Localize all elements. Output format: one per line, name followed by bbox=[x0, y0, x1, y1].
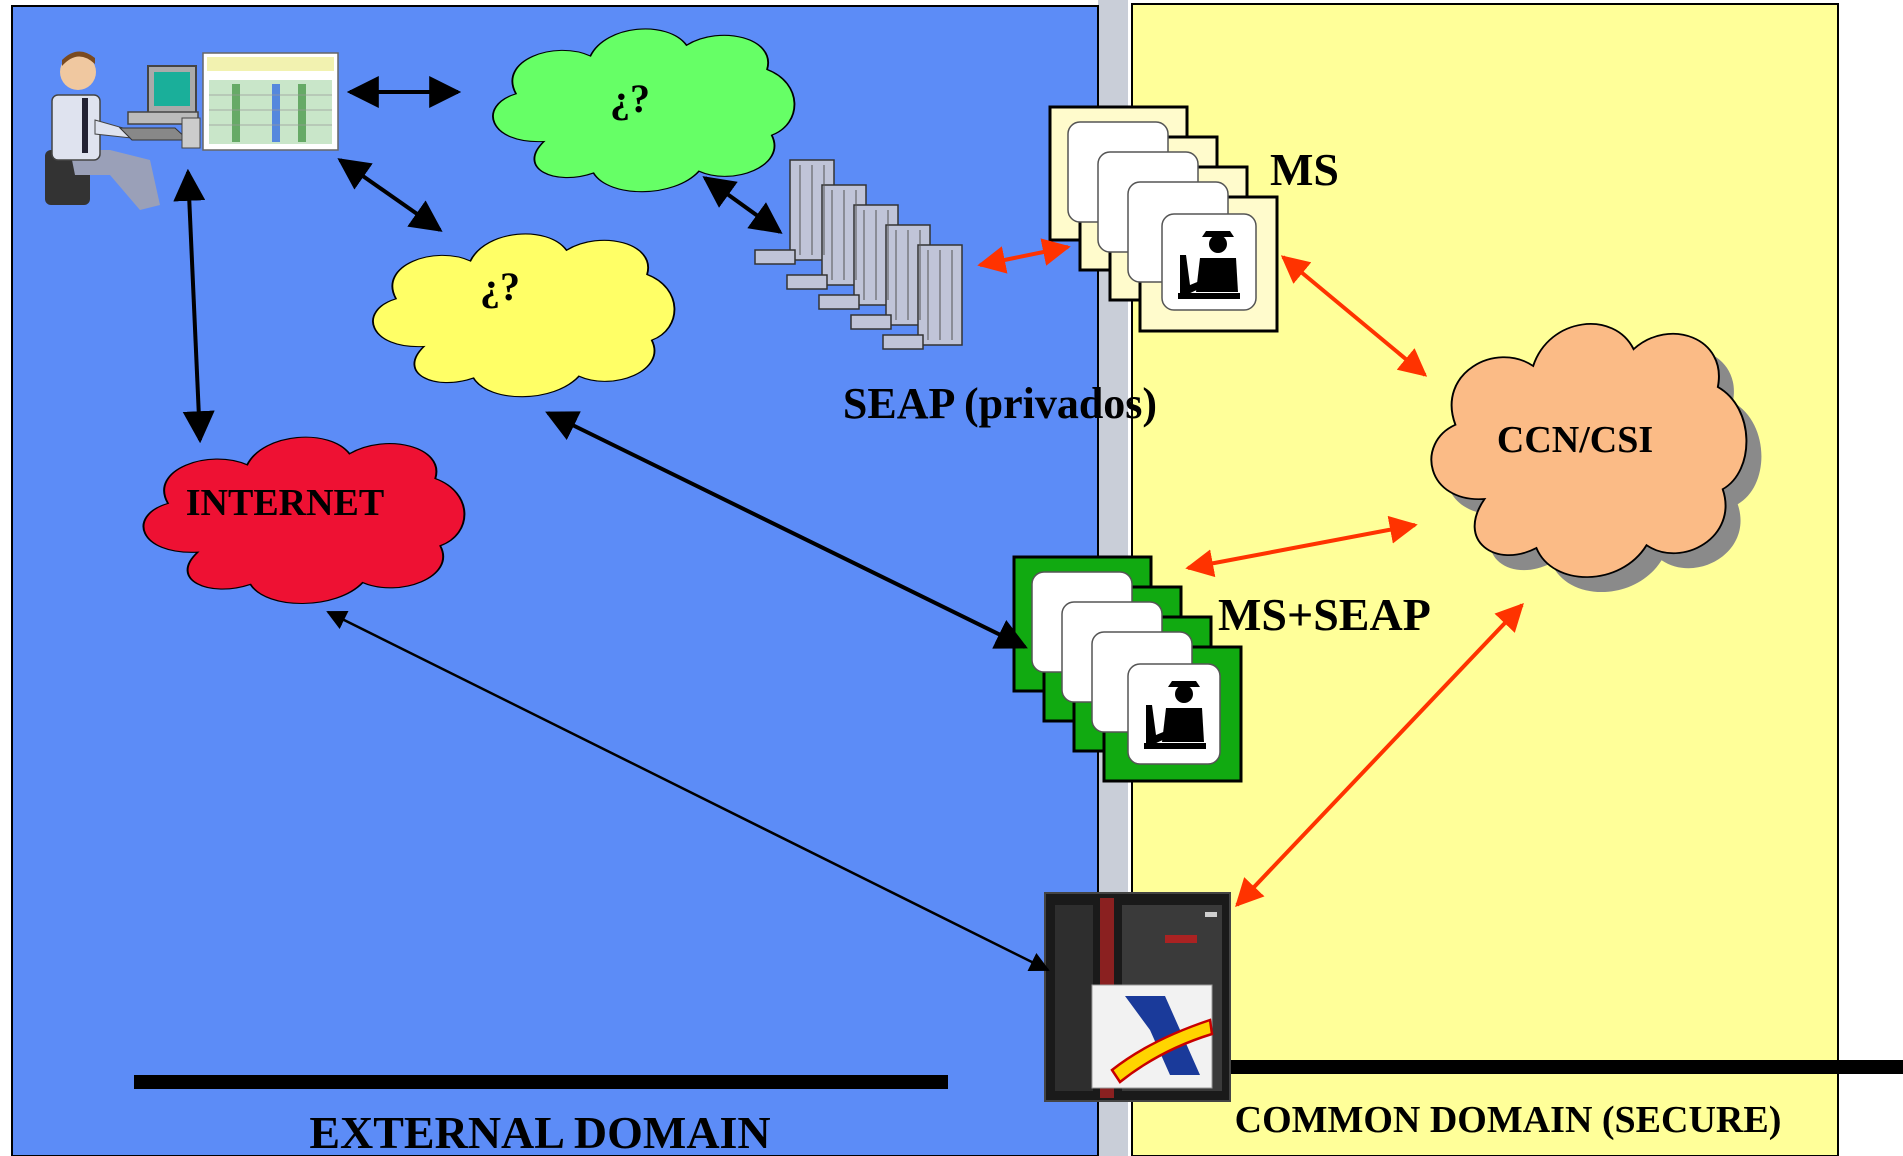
link-user-internet bbox=[173, 168, 215, 444]
ms-node-stack bbox=[1048, 105, 1279, 333]
red-links bbox=[977, 238, 1524, 908]
office-buildings-icon bbox=[754, 159, 963, 350]
link-ms-seap-ccn bbox=[1185, 515, 1418, 578]
ms-label: MS bbox=[1270, 144, 1339, 195]
ms-seap-label: MS+SEAP bbox=[1218, 589, 1431, 640]
external-domain-label: EXTERNAL DOMAIN bbox=[309, 1107, 770, 1156]
link-yellow-cloud-ms-seap bbox=[545, 411, 1028, 649]
external-domain-area bbox=[11, 5, 1099, 1156]
web-form-icon bbox=[202, 52, 339, 151]
customs-officer-icon bbox=[1144, 681, 1206, 749]
link-buildings-ms bbox=[977, 238, 1071, 274]
customs-officer-icon bbox=[1178, 231, 1240, 299]
ccn-csi-label: CCN/CSI bbox=[1497, 419, 1653, 461]
link-ms-ccn bbox=[1280, 255, 1428, 377]
user-at-computer-icon bbox=[45, 51, 201, 210]
black-links bbox=[173, 76, 1028, 649]
link-green-cloud-buildings bbox=[702, 176, 783, 234]
link-internet-mainframe bbox=[326, 610, 1050, 972]
cloud-yellow-label: ¿? bbox=[480, 264, 520, 309]
link-form-yellow-cloud bbox=[337, 158, 443, 232]
cloud-green-label: ¿? bbox=[610, 76, 650, 121]
seap-privados-label: SEAP (privados) bbox=[843, 379, 1157, 428]
link-mainframe-ccn bbox=[1235, 602, 1524, 908]
common-domain-label: COMMON DOMAIN (SECURE) bbox=[1235, 1099, 1782, 1141]
tax-agency-logo-icon bbox=[1091, 984, 1214, 1089]
internet-label: INTERNET bbox=[186, 482, 385, 524]
